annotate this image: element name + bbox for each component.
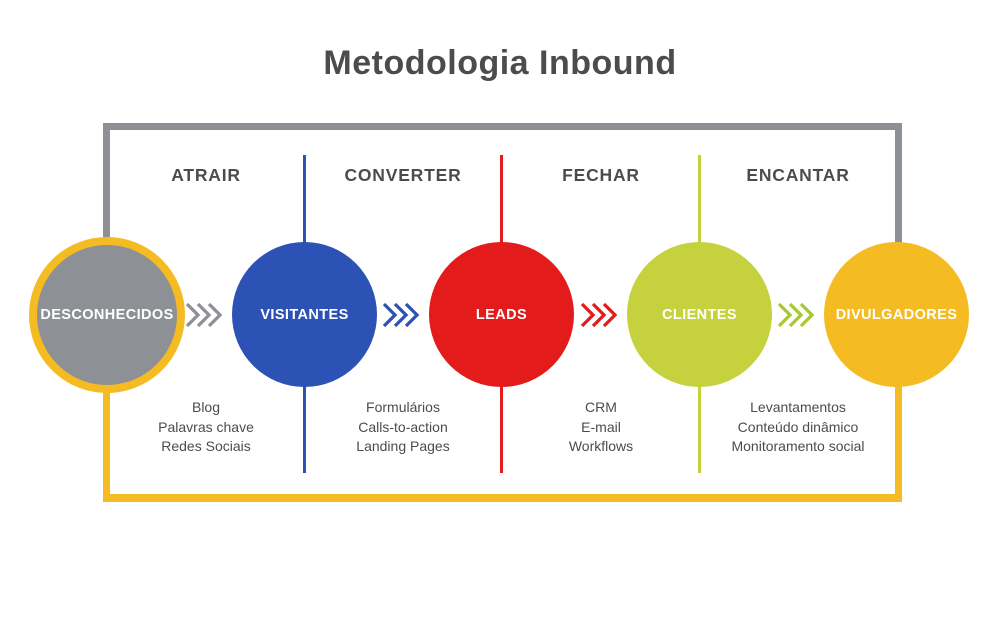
tool-item: Levantamentos bbox=[750, 399, 846, 415]
tools-list-encantar: Levantamentos Conteúdo dinâmico Monitora… bbox=[693, 398, 903, 457]
circle-visitantes-label: VISITANTES bbox=[260, 306, 349, 323]
circle-leads-label: LEADS bbox=[475, 306, 528, 323]
stage-label-converter: CONVERTER bbox=[344, 165, 462, 185]
circle-divulgadores: DIVULGADORES bbox=[824, 242, 969, 387]
circle-divulgadores-label: DIVULGADORES bbox=[835, 306, 958, 323]
stage-label-encantar: ENCANTAR bbox=[746, 165, 850, 185]
frame-right-gray-bar bbox=[895, 123, 902, 318]
circle-leads: LEADS bbox=[429, 242, 574, 387]
tool-item: Conteúdo dinâmico bbox=[737, 418, 859, 435]
circle-visitantes: VISITANTES bbox=[232, 242, 377, 387]
tool-item: E-mail bbox=[581, 418, 621, 435]
tool-item: Redes Sociais bbox=[161, 438, 251, 454]
tool-item: Workflows bbox=[568, 438, 634, 454]
tool-item: Calls-to-action bbox=[358, 418, 448, 435]
tool-item: Palavras chave bbox=[158, 418, 254, 435]
frame-top-bar bbox=[103, 123, 902, 130]
frame-left-gray-bar bbox=[103, 123, 110, 318]
chevron-arrows-blue bbox=[382, 302, 420, 328]
chevron-arrows-gray bbox=[185, 302, 223, 328]
circle-clientes: CLIENTES bbox=[627, 242, 772, 387]
tool-item: CRM bbox=[585, 399, 617, 415]
circle-clientes-label: CLIENTES bbox=[662, 306, 737, 323]
stage-label-atrair: ATRAIR bbox=[171, 165, 241, 185]
tools-list-atrair: Blog Palavras chave Redes Sociais bbox=[101, 398, 311, 457]
tool-item: Formulários bbox=[366, 399, 440, 415]
tools-list-converter: Formulários Calls-to-action Landing Page… bbox=[298, 398, 508, 457]
circle-desconhecidos-label: DESCONHECIDOS bbox=[40, 307, 174, 323]
tool-item: Landing Pages bbox=[356, 438, 450, 454]
frame-bottom-bar bbox=[103, 494, 902, 502]
diagram-title: Metodologia Inbound bbox=[323, 44, 677, 82]
stage-label-fechar: FECHAR bbox=[562, 165, 640, 185]
tool-item: Blog bbox=[191, 399, 221, 415]
tools-list-fechar: CRM E-mail Workflows bbox=[496, 398, 706, 457]
frame-left-yellow-bar bbox=[103, 318, 110, 502]
tool-item: Monitoramento social bbox=[731, 438, 865, 454]
frame-right-yellow-bar bbox=[895, 318, 902, 502]
chevron-arrows-red bbox=[580, 302, 618, 328]
chevron-arrows-lime bbox=[777, 302, 815, 328]
circle-desconhecidos: DESCONHECIDOS bbox=[29, 237, 185, 393]
